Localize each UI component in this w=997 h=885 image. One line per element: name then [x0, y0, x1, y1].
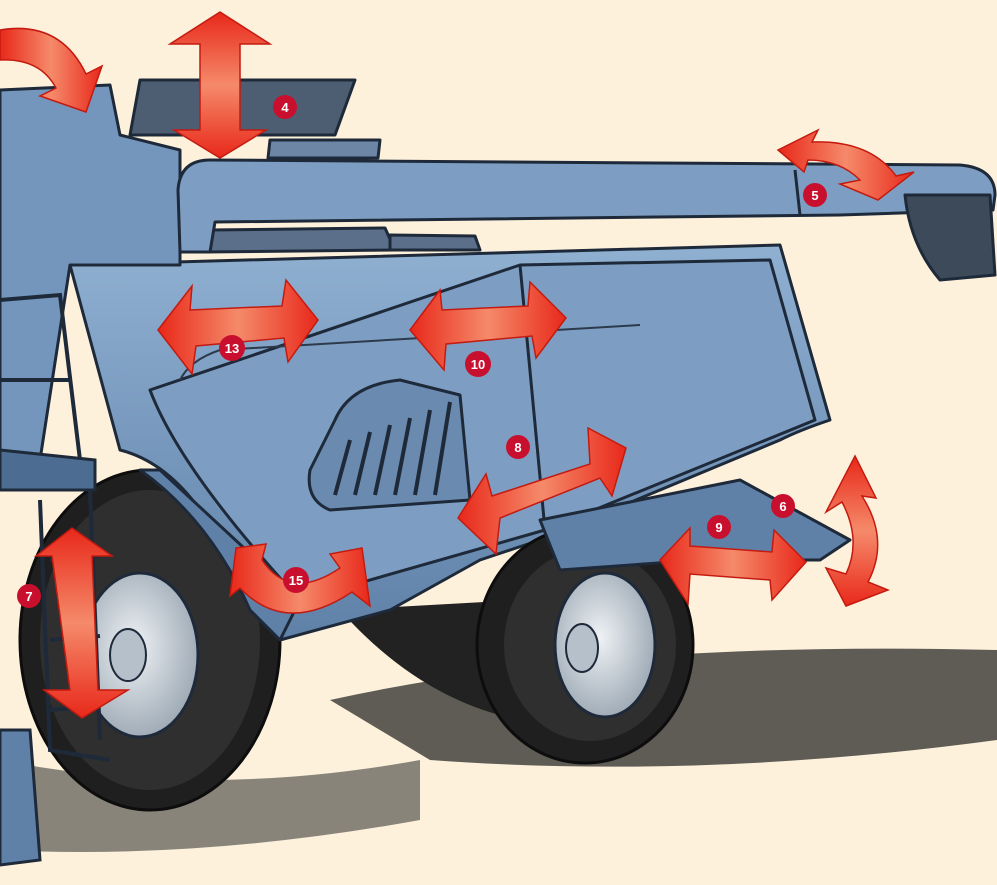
svg-text:10: 10: [471, 357, 485, 372]
callout-13: 13: [219, 335, 245, 361]
svg-text:15: 15: [289, 573, 303, 588]
callout-9: 9: [707, 515, 731, 539]
callout-8: 8: [506, 435, 530, 459]
callout-5: 5: [803, 183, 827, 207]
svg-text:9: 9: [715, 520, 722, 535]
svg-text:13: 13: [225, 341, 239, 356]
svg-text:7: 7: [25, 589, 32, 604]
callout-4: 4: [273, 95, 297, 119]
callout-15: 15: [283, 567, 309, 593]
svg-text:8: 8: [514, 440, 521, 455]
callout-7: 7: [17, 584, 41, 608]
svg-text:5: 5: [811, 188, 818, 203]
callout-10: 10: [465, 351, 491, 377]
front-step: [0, 730, 40, 865]
svg-text:6: 6: [779, 499, 786, 514]
svg-text:4: 4: [281, 100, 289, 115]
callout-6: 6: [771, 494, 795, 518]
